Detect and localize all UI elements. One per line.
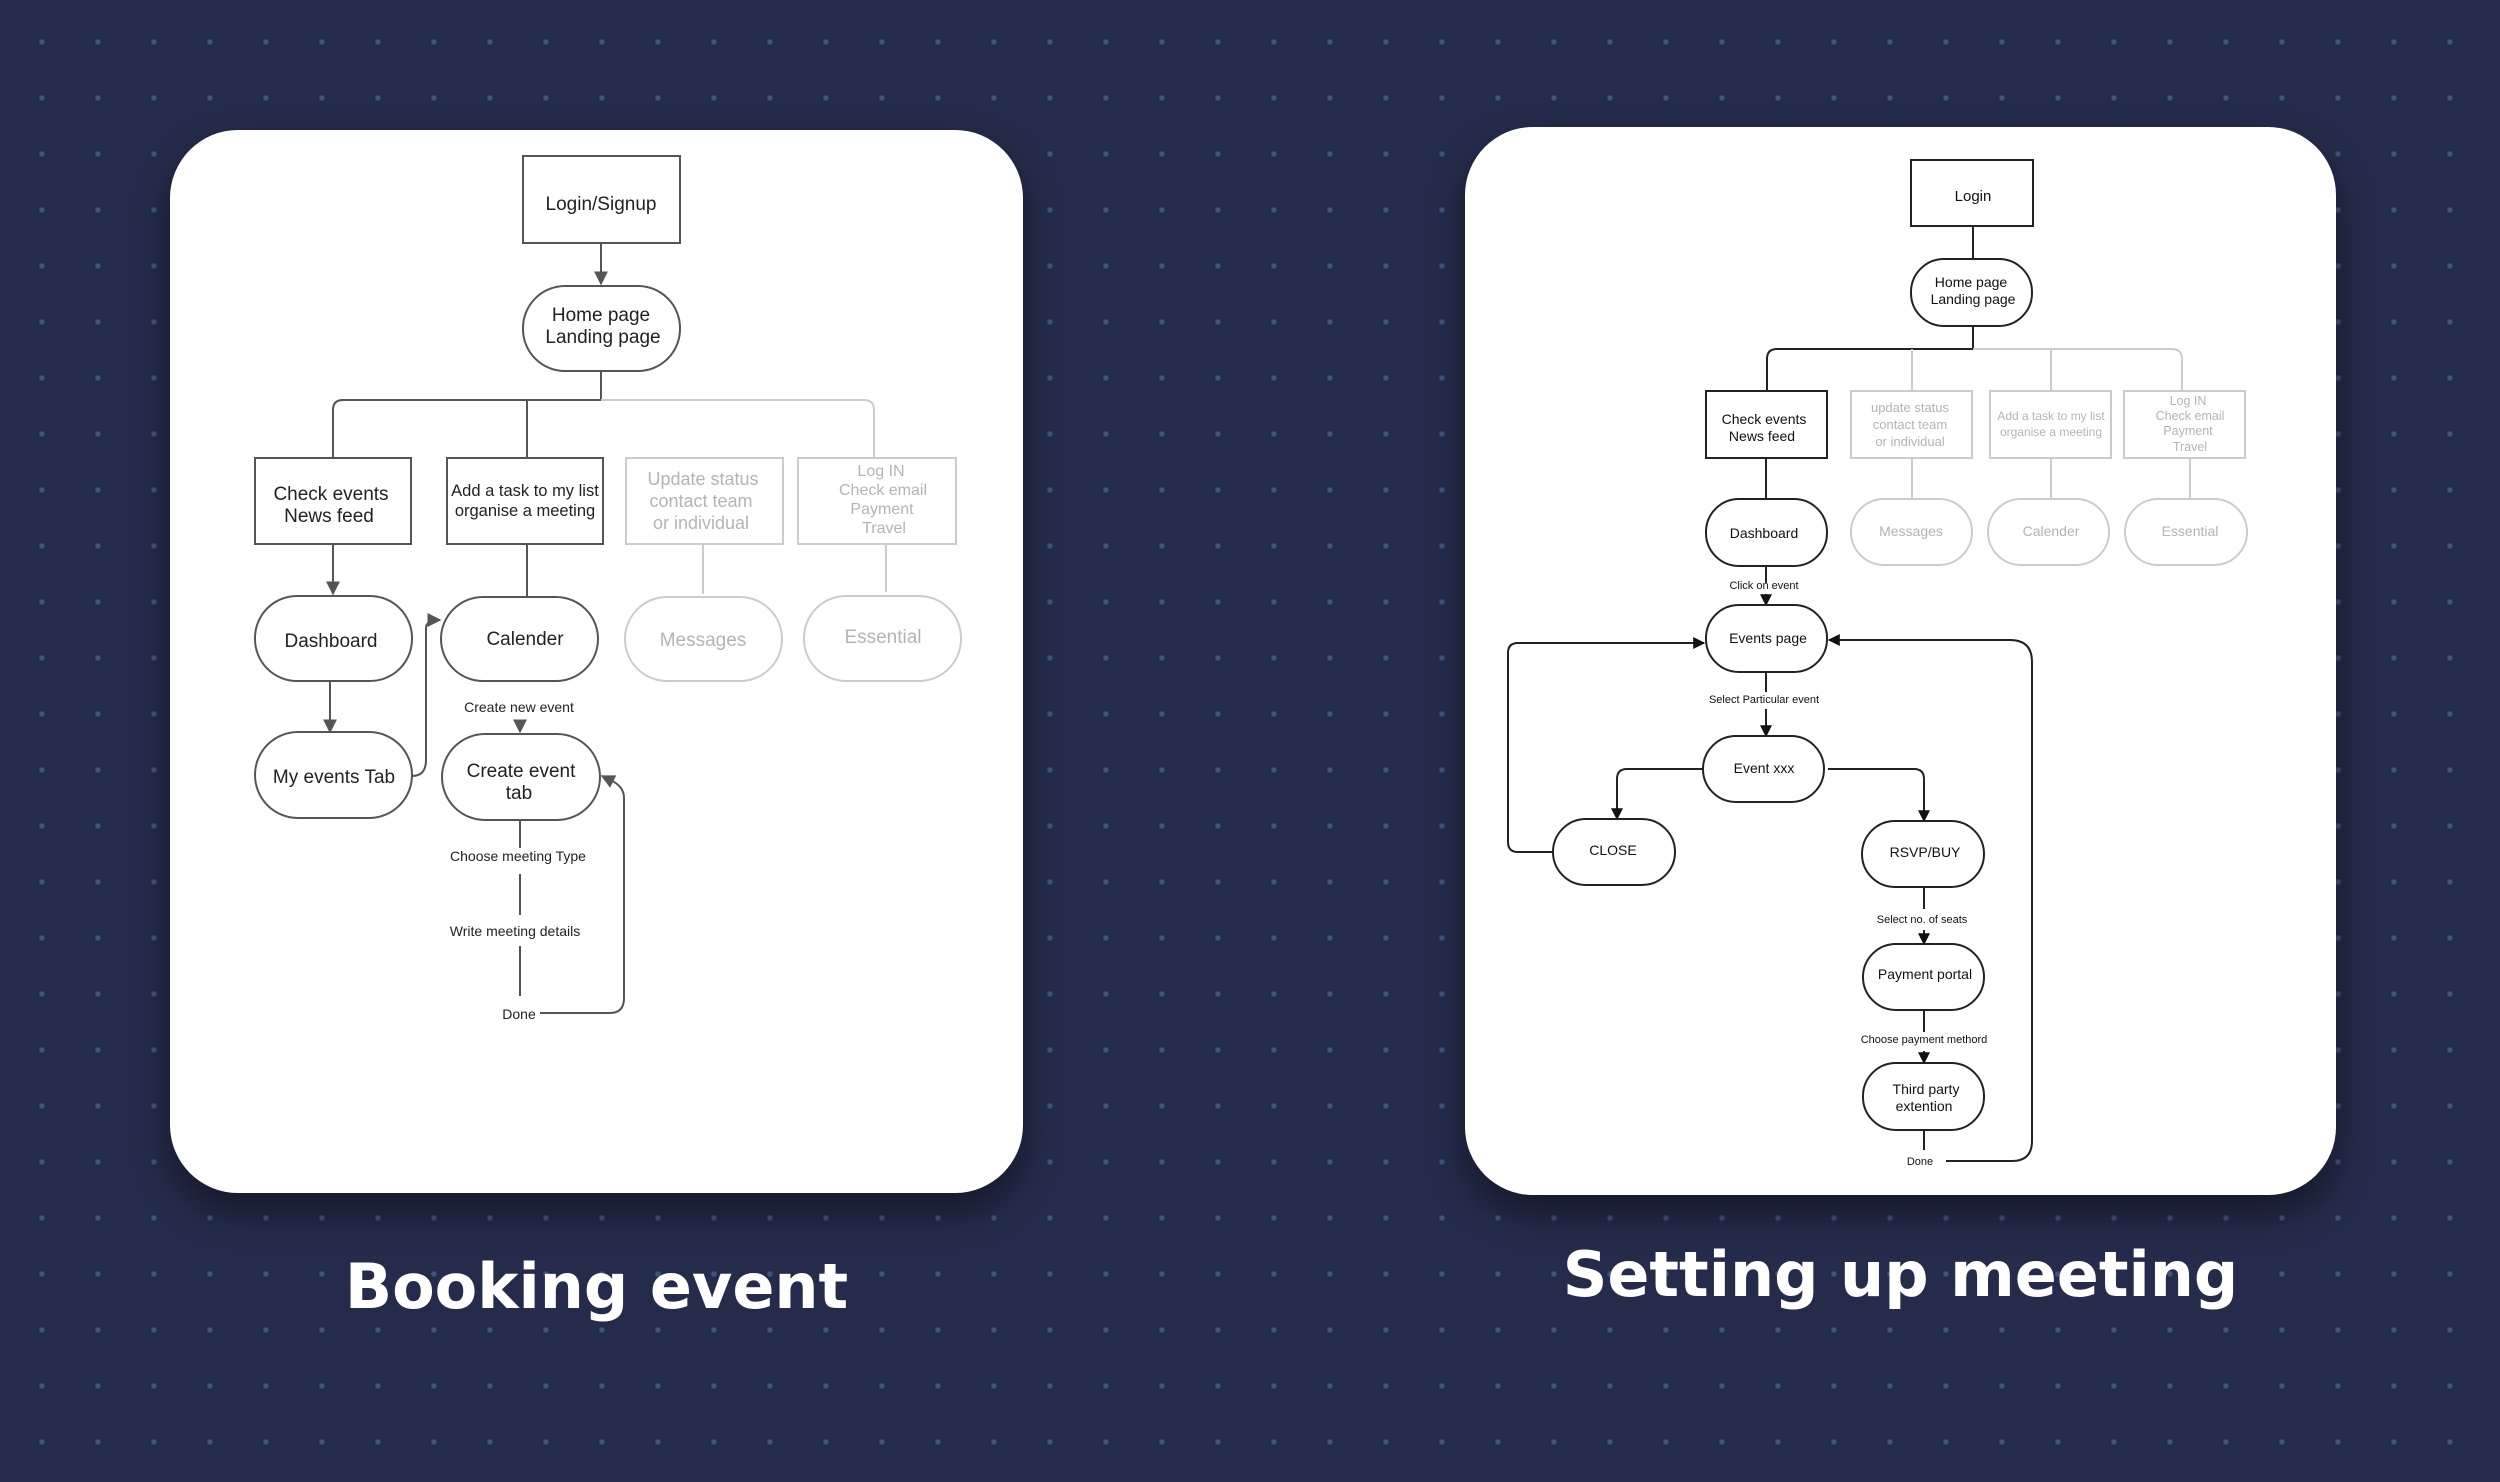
- update-status-label-2: contact team: [649, 491, 752, 511]
- choose-payment-method-label: Choose payment methord: [1861, 1034, 1988, 1046]
- login-menu-label-4: Travel: [862, 520, 906, 537]
- calender-label: Calender: [486, 629, 564, 650]
- messages-label: Messages: [660, 630, 747, 651]
- messages-node: [624, 596, 783, 682]
- home-page-right-label-1: Home page: [1935, 274, 2008, 290]
- create-event-tab-node: [441, 733, 601, 821]
- login-menu-box-right: [2123, 390, 2246, 459]
- check-events-right-label-2: News feed: [1729, 428, 1795, 444]
- setting-up-meeting-caption: Setting up meeting: [1562, 1238, 2239, 1311]
- third-party-label-1: Third party: [1893, 1081, 1960, 1097]
- payment-portal-node: [1862, 943, 1985, 1011]
- add-task-label-2: organise a meeting: [455, 502, 595, 520]
- create-event-tab-label-1: Create event: [467, 761, 577, 782]
- third-party-label-2: extention: [1896, 1098, 1953, 1114]
- add-task-label-1: Add a task to my list: [451, 482, 599, 500]
- update-status-label-3: or individual: [653, 513, 749, 533]
- add-task-right-label-1: Add a task to my list: [1997, 409, 2105, 423]
- login-box: [1910, 159, 2034, 227]
- select-no-of-seats-label: Select no. of seats: [1877, 914, 1968, 926]
- dashboard-right-label: Dashboard: [1730, 525, 1799, 541]
- my-events-tab-node: [254, 731, 413, 819]
- login-menu-label-3: Payment: [850, 501, 914, 518]
- update-status-right-label-1: update status: [1871, 400, 1950, 415]
- rsvp-buy-label: RSVP/BUY: [1890, 844, 1961, 860]
- update-status-right-label-3: or individual: [1875, 434, 1944, 449]
- update-status-label-1: Update status: [647, 469, 758, 489]
- event-xxx-label: Event xxx: [1734, 760, 1795, 776]
- close-label: CLOSE: [1589, 842, 1636, 858]
- create-event-tab-label-2: tab: [506, 783, 532, 804]
- check-events-label-1: Check events: [273, 484, 388, 505]
- essential-node: [803, 595, 962, 682]
- calender-node-right: [1987, 498, 2110, 566]
- dashboard-node: [254, 595, 413, 682]
- login-menu-right-label-2: Check email: [2156, 409, 2225, 423]
- essential-right-label: Essential: [2162, 523, 2219, 539]
- events-page-label: Events page: [1729, 630, 1807, 646]
- payment-portal-label: Payment portal: [1878, 966, 1972, 982]
- home-page-node: [522, 285, 681, 372]
- setting-up-meeting-card: [1465, 127, 2336, 1195]
- login-signup-label: Login/Signup: [546, 194, 657, 215]
- messages-right-label: Messages: [1879, 523, 1943, 539]
- update-status-box-right: [1850, 390, 1973, 459]
- select-particular-event-label: Select Particular event: [1709, 694, 1819, 706]
- calender-right-label: Calender: [2023, 523, 2080, 539]
- setting-up-meeting-diagram: [1507, 226, 2033, 1162]
- calender-node: [440, 596, 599, 682]
- done-label-right: Done: [1907, 1156, 1933, 1168]
- essential-node-right: [2124, 498, 2248, 566]
- update-status-right-label-2: contact team: [1873, 417, 1947, 432]
- check-events-right-label-1: Check events: [1722, 411, 1807, 427]
- booking-event-caption: Booking event: [344, 1250, 849, 1323]
- choose-meeting-type-label: Choose meeting Type: [450, 848, 586, 864]
- rsvp-buy-node: [1861, 820, 1985, 888]
- event-xxx-node: [1702, 735, 1825, 803]
- login-label: Login: [1955, 188, 1992, 205]
- essential-label: Essential: [844, 627, 921, 648]
- close-node: [1552, 818, 1676, 886]
- check-events-box-right: [1705, 390, 1828, 459]
- login-menu-right-label-3: Payment: [2163, 424, 2213, 438]
- done-label: Done: [502, 1006, 536, 1022]
- update-status-box: [625, 457, 784, 545]
- home-page-node-right: [1910, 258, 2033, 327]
- create-new-event-label: Create new event: [464, 699, 574, 715]
- events-page-node: [1705, 604, 1828, 673]
- login-menu-right-label-4: Travel: [2173, 440, 2207, 454]
- booking-event-diagram: [323, 243, 625, 1014]
- login-signup-box: [522, 155, 681, 244]
- add-task-box: [446, 457, 604, 545]
- home-page-label-2: Landing page: [545, 327, 660, 348]
- my-events-tab-label: My events Tab: [273, 767, 395, 788]
- home-page-right-label-2: Landing page: [1931, 291, 2016, 307]
- home-page-label-1: Home page: [552, 305, 650, 326]
- dashboard-label: Dashboard: [285, 631, 378, 652]
- login-menu-box: [797, 457, 957, 545]
- write-meeting-details-label: Write meeting details: [450, 923, 580, 939]
- login-menu-label-2: Check email: [839, 482, 927, 499]
- add-task-box-right: [1989, 390, 2112, 459]
- add-task-right-label-2: organise a meeting: [2000, 425, 2102, 439]
- dashboard-node-right: [1705, 498, 1828, 567]
- check-events-box: [254, 457, 412, 545]
- messages-node-right: [1850, 498, 1973, 566]
- login-menu-right-label-1: Log IN: [2170, 394, 2207, 408]
- third-party-node: [1862, 1062, 1985, 1131]
- login-menu-label-1: Log IN: [857, 463, 904, 480]
- check-events-label-2: News feed: [284, 506, 374, 527]
- click-on-event-label: Click on event: [1729, 580, 1798, 592]
